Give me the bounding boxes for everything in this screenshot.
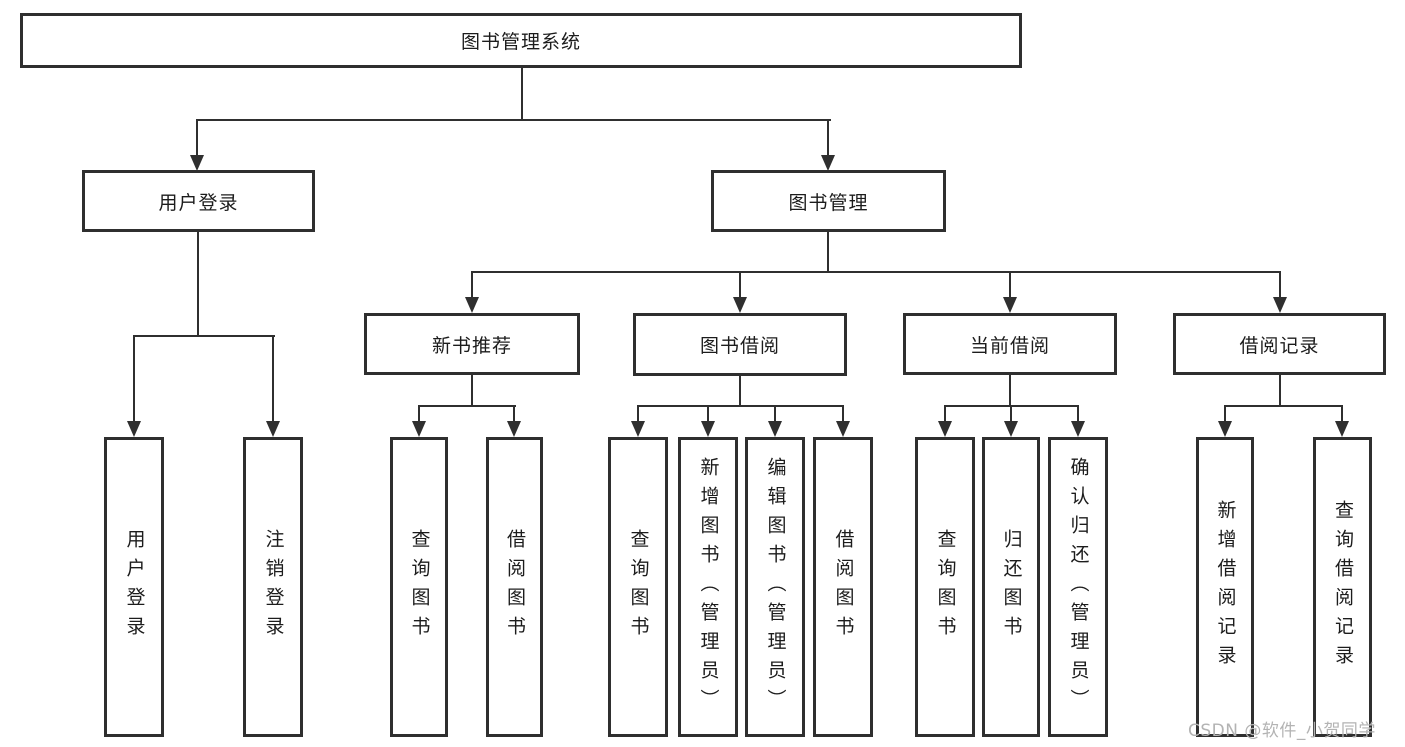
- leaf-user-login-label: 用户登录: [123, 529, 146, 645]
- arrow-down-icon: [733, 297, 747, 313]
- connector-line: [827, 232, 829, 273]
- leaf-add-borrow-record: 新增借阅记录: [1196, 437, 1254, 737]
- node-book-management: 图书管理: [711, 170, 946, 232]
- arrow-down-icon: [127, 421, 141, 437]
- node-new-book-recommend: 新书推荐: [364, 313, 580, 375]
- connector-line: [1224, 405, 1226, 424]
- leaf-query-borrow-record-label: 查询借阅记录: [1332, 500, 1354, 674]
- leaf-return-book-label: 归还图书: [1000, 529, 1023, 645]
- connector-line: [1279, 271, 1281, 300]
- node-root-label: 图书管理系统: [460, 31, 581, 53]
- arrow-down-icon: [768, 421, 782, 437]
- connector-line: [471, 375, 473, 407]
- arrow-down-icon: [1218, 421, 1232, 437]
- leaf-borrowing-query-books-label: 查询图书: [627, 529, 650, 645]
- connector-line: [196, 119, 198, 157]
- arrow-down-icon: [1335, 421, 1349, 437]
- leaf-edit-book-admin: 编辑图书（管理员）: [745, 437, 805, 737]
- leaf-borrow-book: 借阅图书: [813, 437, 873, 737]
- leaf-current-query-books: 查询图书: [915, 437, 975, 737]
- connector-line: [1009, 375, 1011, 407]
- arrow-down-icon: [412, 421, 426, 437]
- connector-line: [418, 405, 420, 424]
- connector-line: [133, 335, 275, 337]
- leaf-edit-book-admin-label: 编辑图书（管理员）: [764, 456, 787, 718]
- csdn-watermark: CSDN @软件_小贺同学: [1188, 721, 1376, 741]
- leaf-recommend-query-books-label: 查询图书: [408, 529, 431, 645]
- arrow-down-icon: [631, 421, 645, 437]
- connector-line: [272, 335, 274, 424]
- node-borrowing-records-label: 借阅记录: [1239, 334, 1320, 357]
- connector-line: [1009, 271, 1011, 300]
- arrow-down-icon: [1273, 297, 1287, 313]
- arrow-down-icon: [1004, 421, 1018, 437]
- connector-line: [1341, 405, 1343, 424]
- connector-line: [1224, 405, 1343, 407]
- node-user-login: 用户登录: [82, 170, 315, 232]
- leaf-return-book: 归还图书: [982, 437, 1040, 737]
- leaf-add-borrow-record-label: 新增借阅记录: [1214, 500, 1237, 674]
- arrow-down-icon: [1071, 421, 1085, 437]
- connector-line: [944, 405, 946, 424]
- connector-line: [418, 405, 516, 407]
- leaf-logout: 注销登录: [243, 437, 303, 737]
- leaf-borrow-book-label: 借阅图书: [832, 529, 855, 645]
- node-new-book-recommend-label: 新书推荐: [431, 334, 512, 357]
- leaf-current-query-books-label: 查询图书: [934, 529, 957, 645]
- node-book-borrowing-label: 图书借阅: [699, 335, 780, 357]
- leaf-recommend-borrow-books-label: 借阅图书: [504, 529, 526, 645]
- connector-line: [1010, 405, 1012, 424]
- node-borrowing-records: 借阅记录: [1173, 313, 1386, 375]
- connector-line: [707, 405, 709, 424]
- leaf-query-borrow-record: 查询借阅记录: [1313, 437, 1372, 737]
- node-book-borrowing: 图书借阅: [633, 313, 847, 376]
- connector-line: [637, 405, 844, 407]
- connector-line: [637, 405, 639, 424]
- node-current-borrowing: 当前借阅: [903, 313, 1117, 375]
- connector-line: [133, 335, 135, 424]
- connector-line: [842, 405, 844, 424]
- connector-line: [739, 376, 741, 407]
- connector-line: [1077, 405, 1079, 424]
- node-root: 图书管理系统: [20, 13, 1022, 68]
- arrow-down-icon: [465, 297, 479, 313]
- arrow-down-icon: [266, 421, 280, 437]
- leaf-confirm-return-admin: 确认归还（管理员）: [1048, 437, 1108, 737]
- leaf-user-login: 用户登录: [104, 437, 164, 737]
- connector-line: [1279, 375, 1281, 407]
- node-current-borrowing-label: 当前借阅: [969, 334, 1050, 357]
- connector-line: [521, 68, 523, 121]
- arrow-down-icon: [938, 421, 952, 437]
- leaf-add-book-admin-label: 新增图书（管理员）: [697, 456, 720, 718]
- connector-line: [471, 271, 473, 300]
- leaf-recommend-borrow-books: 借阅图书: [486, 437, 543, 737]
- arrow-down-icon: [1003, 297, 1017, 313]
- node-user-login-label: 用户登录: [158, 191, 239, 214]
- connector-line: [197, 232, 199, 337]
- arrow-down-icon: [507, 421, 521, 437]
- connector-line: [471, 271, 1281, 273]
- connector-line: [774, 405, 776, 424]
- leaf-borrowing-query-books: 查询图书: [608, 437, 668, 737]
- connector-line: [827, 119, 829, 157]
- arrow-down-icon: [190, 155, 204, 171]
- arrow-down-icon: [701, 421, 715, 437]
- connector-line: [739, 271, 741, 300]
- leaf-confirm-return-admin-label: 确认归还（管理员）: [1067, 456, 1090, 718]
- connector-line: [513, 405, 515, 424]
- leaf-add-book-admin: 新增图书（管理员）: [678, 437, 738, 737]
- connector-line: [196, 119, 831, 121]
- leaf-recommend-query-books: 查询图书: [390, 437, 448, 737]
- arrow-down-icon: [836, 421, 850, 437]
- node-book-management-label: 图书管理: [788, 191, 869, 214]
- arrow-down-icon: [821, 155, 835, 171]
- leaf-logout-label: 注销登录: [262, 529, 285, 645]
